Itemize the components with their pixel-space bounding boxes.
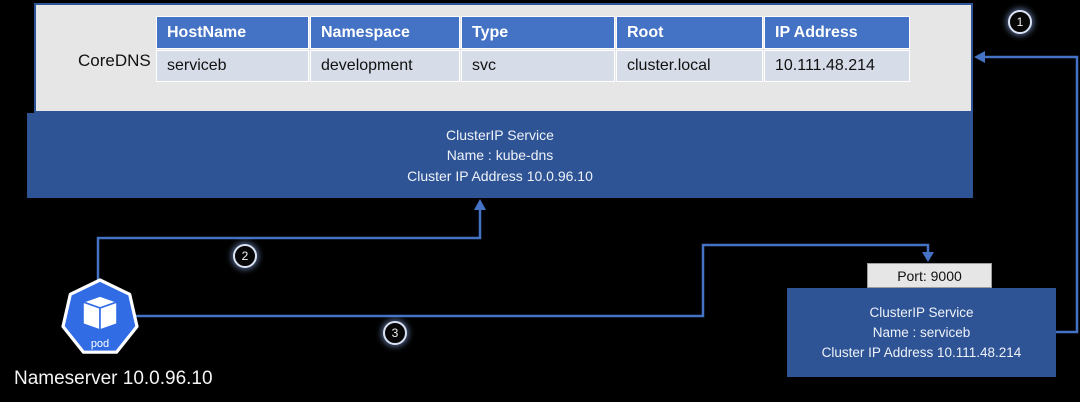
dns-record-table: HostName Namespace Type Root IP Address … xyxy=(156,16,910,82)
column-header-type: Type xyxy=(461,16,615,49)
nameserver-caption: Nameserver 10.0.96.10 xyxy=(14,368,213,389)
serviceb-line-3: Cluster IP Address 10.111.48.214 xyxy=(821,344,1022,360)
column-header-root: Root xyxy=(616,16,763,49)
step-badge-1: 1 xyxy=(1008,10,1032,34)
pod-icon: pod xyxy=(61,278,139,354)
cell-hostname: serviceb xyxy=(156,50,309,82)
column-header-namespace: Namespace xyxy=(310,16,460,49)
kube-dns-service-box: ClusterIP Service Name : kube-dns Cluste… xyxy=(27,113,973,198)
step-badge-2: 2 xyxy=(233,244,257,268)
serviceb-line-2: Name : serviceb xyxy=(872,324,971,340)
column-header-hostname: HostName xyxy=(156,16,309,49)
arrowhead-up-icon xyxy=(474,199,486,210)
coredns-label: CoreDNS xyxy=(78,51,151,70)
step-1-number: 1 xyxy=(1016,15,1024,29)
step-3-number: 3 xyxy=(391,326,399,340)
arrowhead-down-icon xyxy=(922,252,934,262)
arrowhead-left-icon xyxy=(974,51,985,63)
cube-glyph xyxy=(80,295,120,332)
cell-root: cluster.local xyxy=(616,50,763,82)
cell-ip: 10.111.48.214 xyxy=(764,50,910,82)
step-2-number: 2 xyxy=(241,249,249,263)
column-header-ip: IP Address xyxy=(764,16,910,49)
serviceb-service-box: ClusterIP Service Name : serviceb Cluste… xyxy=(787,288,1056,377)
kube-dns-line-2: Name : kube-dns xyxy=(446,147,554,164)
kube-dns-line-3: Cluster IP Address 10.0.96.10 xyxy=(407,167,593,184)
cell-namespace: development xyxy=(310,50,460,82)
kube-dns-line-1: ClusterIP Service xyxy=(446,126,554,143)
step-badge-3: 3 xyxy=(383,321,407,345)
serviceb-line-1: ClusterIP Service xyxy=(869,304,974,320)
cell-type: svc xyxy=(461,50,615,82)
pod-icon-label: pod xyxy=(91,338,109,350)
port-label: Port: 9000 xyxy=(897,267,962,284)
port-box: Port: 9000 xyxy=(867,263,992,288)
arrow-step-2 xyxy=(96,199,486,280)
